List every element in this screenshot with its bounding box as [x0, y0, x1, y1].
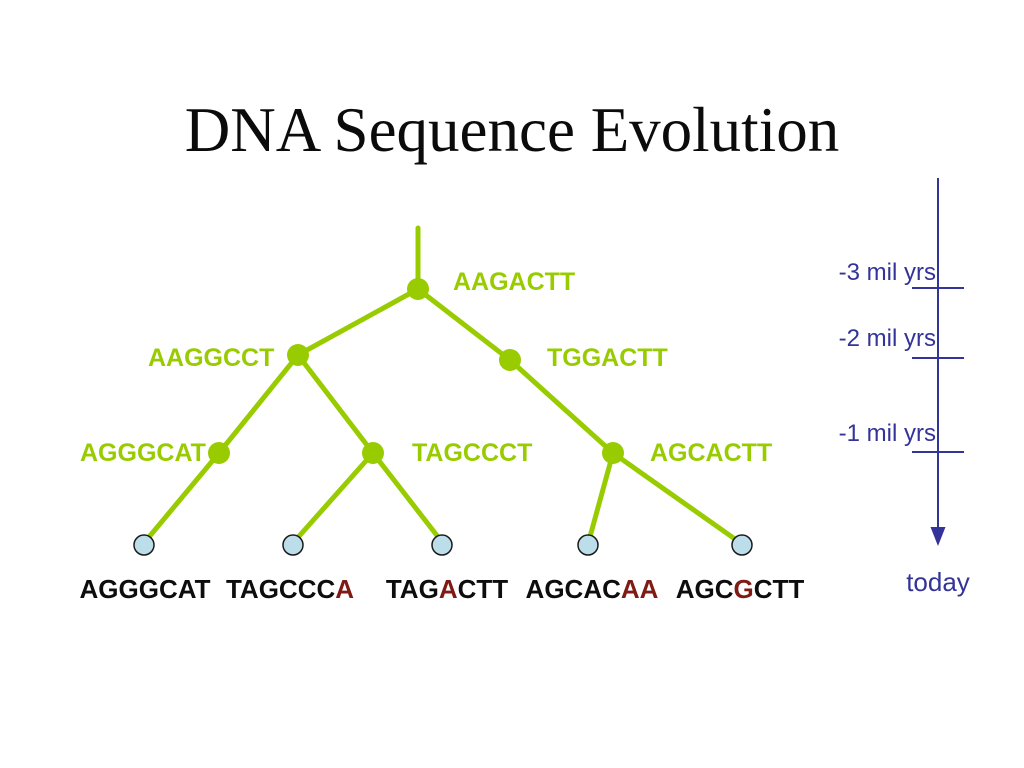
timeline-label-minus3: -3 mil yrs — [838, 259, 936, 286]
sequence-letter: C — [278, 574, 298, 604]
sequence-letter: C — [753, 574, 773, 604]
tree-edge — [290, 450, 376, 546]
internal-label-right-right: AGCACTT — [650, 439, 773, 467]
tree-edge — [141, 450, 222, 546]
leaf-node-dot — [133, 534, 155, 556]
leaf-label-TAGACTT: TAGACTT — [367, 576, 527, 602]
internal-node-dot — [362, 442, 384, 464]
sequence-letter: A — [675, 574, 695, 604]
internal-node-dot — [499, 349, 521, 371]
timeline-arrowhead-icon — [930, 527, 946, 546]
sequence-letter: T — [194, 574, 211, 604]
sequence-letter: G — [418, 574, 439, 604]
sequence-letter: A — [583, 574, 603, 604]
sequence-letter: T — [225, 574, 240, 604]
leaf-node-dot — [282, 534, 304, 556]
timeline-label-minus2: -2 mil yrs — [838, 325, 936, 352]
sequence-letter: A — [525, 574, 545, 604]
sequence-letter: C — [714, 574, 734, 604]
leaf-label-AGGGCAT: AGGGCAT — [65, 576, 225, 602]
sequence-letter: A — [239, 574, 259, 604]
sequence-letter: G — [138, 574, 159, 604]
leaf-node-dot — [431, 534, 453, 556]
timeline-label-today: today — [906, 567, 970, 597]
sequence-letter: T — [772, 574, 789, 604]
sequence-letter: A — [399, 574, 419, 604]
sequence-letter: G — [544, 574, 565, 604]
sequence-letter: G — [258, 574, 279, 604]
leaf-label-AGCGCTT: AGCGCTT — [660, 576, 820, 602]
internal-node-dot — [208, 442, 230, 464]
sequence-letter: T — [788, 574, 805, 604]
leaf-node-dot — [731, 534, 753, 556]
internal-label-right: TGGACTT — [547, 344, 668, 372]
sequence-letter: A — [79, 574, 99, 604]
sequence-letter: A — [620, 574, 640, 604]
tree-edge — [295, 352, 376, 456]
timeline-label-minus1: -1 mil yrs — [838, 420, 936, 447]
sequence-letter: C — [316, 574, 336, 604]
internal-node-dot — [407, 278, 429, 300]
tree-edge — [415, 286, 513, 363]
sequence-letter: A — [639, 574, 659, 604]
tree-edge — [370, 450, 445, 545]
sequence-letter: A — [335, 574, 355, 604]
sequence-letter: C — [602, 574, 621, 604]
tree-edge — [216, 352, 301, 456]
leaf-label-TAGCCCA: TAGCCCA — [210, 576, 370, 602]
sequence-letter: G — [118, 574, 139, 604]
sequence-letter: G — [694, 574, 715, 604]
sequence-letter: C — [564, 574, 584, 604]
sequence-letter: A — [177, 574, 195, 604]
sequence-letter: T — [492, 574, 509, 604]
sequence-letter: G — [98, 574, 119, 604]
tree-edge — [610, 450, 745, 547]
sequence-letter: T — [385, 574, 400, 604]
internal-label-left-left: AGGGCAT — [80, 439, 206, 467]
internal-node-dot — [287, 344, 309, 366]
tree-edge — [585, 450, 616, 547]
internal-node-dot — [602, 442, 624, 464]
sequence-letter: C — [158, 574, 178, 604]
internal-label-root: AAGACTT — [453, 268, 576, 296]
sequence-letter: T — [476, 574, 493, 604]
sequence-letter: G — [733, 574, 754, 604]
slide-title: DNA Sequence Evolution — [184, 95, 840, 165]
tree-edge — [507, 357, 616, 456]
sequence-letter: C — [297, 574, 317, 604]
leaf-node-dot — [577, 534, 599, 556]
internal-label-left: AAGGCCT — [148, 344, 275, 372]
internal-label-left-right: TAGCCCT — [412, 439, 533, 467]
tree-edge — [295, 286, 421, 358]
leaf-label-AGCACAA: AGCACAA — [512, 576, 672, 602]
sequence-letter: C — [457, 574, 477, 604]
sequence-letter: A — [438, 574, 458, 604]
